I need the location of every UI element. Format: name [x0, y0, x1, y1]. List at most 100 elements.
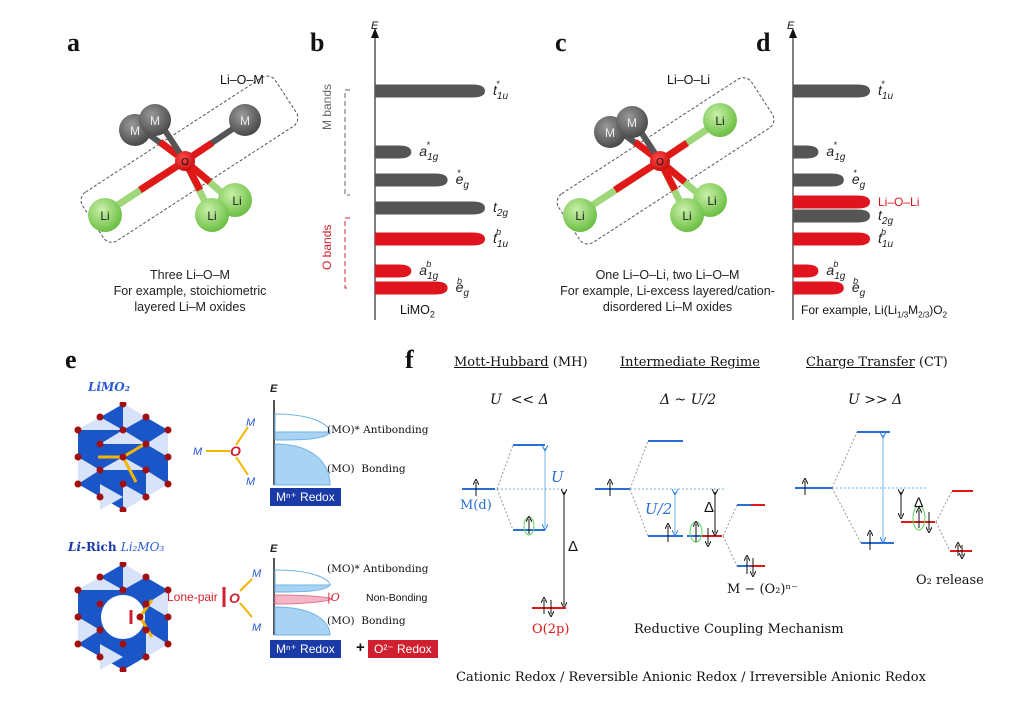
o-bands-bracket: [344, 217, 350, 289]
caption-sub: 2: [942, 310, 948, 320]
li-o-li-label: Li–O–Li: [667, 73, 711, 87]
svg-text:M: M: [246, 417, 256, 429]
caption-line: One Li–O–Li, two Li–O–M: [595, 268, 740, 282]
band-label: t1ub: [878, 227, 893, 250]
lone-pair-o-motif: O M M: [222, 568, 262, 634]
panel-label-c: c: [555, 28, 567, 57]
caption-line: For example, Li-excess layered/cation-: [560, 284, 775, 298]
caption-line: Three Li–O–M: [150, 268, 230, 282]
svg-text:Li: Li: [715, 114, 724, 128]
o2p-label: O(2p): [532, 622, 570, 637]
svg-text:M: M: [252, 568, 262, 580]
metal-atom: [139, 104, 171, 136]
panel-label-b: b: [310, 28, 325, 57]
regime-title: Mott-Hubbard: [454, 355, 549, 370]
band-label: a1gb: [826, 259, 845, 282]
o-bands-label: O bands: [320, 224, 334, 270]
band-label: egb: [456, 276, 470, 299]
band-label: t2g: [878, 207, 893, 227]
band-m: [793, 209, 870, 223]
li-rich-title: Li-Rich Li₂MO₃: [68, 540, 164, 554]
band-label: t2g: [493, 199, 508, 219]
lithium-atom: [670, 198, 704, 232]
bonding-label: (MO) Bonding: [327, 615, 406, 627]
oxygen-atom: [175, 151, 195, 171]
regime-title: Charge Transfer: [806, 355, 915, 370]
panel-c-structure: M M Li O Li Li Li: [556, 77, 775, 245]
panel-d-caption: For example, Li(Li1/3M2/3)O2: [801, 303, 947, 319]
nonbonding-label: Non-Bonding: [366, 592, 428, 604]
m-bands-bracket: [344, 89, 350, 196]
axis-label-e: E: [787, 20, 795, 32]
mo2-label: M − (O₂)ⁿ⁻: [727, 582, 798, 597]
lithium-atom: [563, 198, 597, 232]
band-label: t1u*: [878, 79, 893, 102]
svg-text:M: M: [240, 114, 250, 128]
panel-c-caption: One Li–O–Li, two Li–O–M For example, Li-…: [555, 267, 780, 315]
compound-label: LiMO2: [400, 303, 435, 320]
delta-label-ir: Δ: [704, 499, 715, 516]
caption-part: For example, Li(Li: [801, 303, 898, 317]
caption-line: layered Li–M oxides: [134, 300, 246, 314]
band-label: eg*: [456, 168, 470, 191]
lithium-atom: [703, 103, 737, 137]
condition-ir: Δ ~ U/2: [660, 392, 717, 408]
u-half-label: U/2: [645, 500, 673, 518]
regime-header-ct: Charge Transfer (CT): [806, 355, 948, 370]
svg-text:M: M: [627, 116, 637, 130]
band-o: [793, 195, 870, 209]
band-m: [793, 145, 819, 159]
band-m: [793, 84, 870, 98]
plus-sign: +: [356, 639, 365, 656]
compound-sub: 2: [429, 309, 435, 320]
m-redox-badge: Mⁿ⁺ Redox: [270, 640, 341, 658]
top-energy-diagram: E: [270, 383, 331, 486]
caption-line: For example, stoichiometric: [113, 284, 267, 298]
axis-label-e: E: [371, 20, 379, 32]
svg-text:O: O: [656, 157, 664, 168]
metal-atom: [229, 104, 261, 136]
svg-text:O: O: [181, 157, 189, 168]
m-redox-badge: Mⁿ⁺ Redox: [270, 488, 341, 506]
antibonding-label: (MO)* Antibonding: [327, 563, 429, 575]
panel-label-e: e: [65, 345, 77, 374]
limo2-title: LiMO₂: [88, 380, 130, 394]
svg-text:E: E: [270, 543, 278, 555]
li-o-m-label: Li–O–M: [220, 73, 264, 87]
regime-abbr: (CT): [918, 355, 948, 370]
li-o-li-box: [556, 77, 775, 245]
band-o: [793, 281, 844, 295]
panel-a-structure: M M M O Li Li Li: [80, 75, 299, 243]
band-label: a1gb: [419, 259, 438, 282]
m-o-m-bonding-motif: M O M M: [193, 417, 256, 485]
svg-text:O: O: [229, 590, 240, 606]
caption-sub: 2/3: [918, 310, 930, 320]
axis-arrow-icon: [789, 28, 797, 38]
li-rich-lattice: [74, 562, 172, 672]
band-label: egb: [852, 276, 866, 299]
delta-label-ct: Δ: [914, 494, 924, 510]
title-formula: Li₂MO₃: [120, 540, 165, 554]
oxygen-atom: [650, 151, 670, 171]
nonbonding-symbol: |O: [327, 591, 340, 604]
band-o: [793, 232, 870, 246]
bonding-label: (MO) Bonding: [327, 463, 406, 475]
caption-part: M: [908, 303, 919, 317]
panel-label-d: d: [756, 28, 771, 57]
u-label: U: [551, 468, 564, 486]
axis-arrow-icon: [371, 28, 379, 38]
svg-text:Li: Li: [682, 209, 691, 223]
svg-text:Li: Li: [707, 194, 716, 208]
energy-level-diagrams: [462, 431, 973, 620]
band-label: t1ub: [493, 227, 508, 250]
band-label: eg*: [852, 168, 866, 191]
svg-text:M: M: [130, 124, 140, 138]
condition-mh: U << Δ: [490, 392, 549, 408]
footer-label: Cationic Redox / Reversible Anionic Redo…: [456, 670, 926, 685]
metal-atom: [616, 106, 648, 138]
svg-text:Li: Li: [575, 209, 584, 223]
band-m: [375, 173, 448, 187]
svg-text:M: M: [246, 476, 256, 485]
caption-sub: 1/3: [897, 310, 909, 320]
regime-header-mh: Mott-Hubbard (MH): [454, 355, 588, 370]
